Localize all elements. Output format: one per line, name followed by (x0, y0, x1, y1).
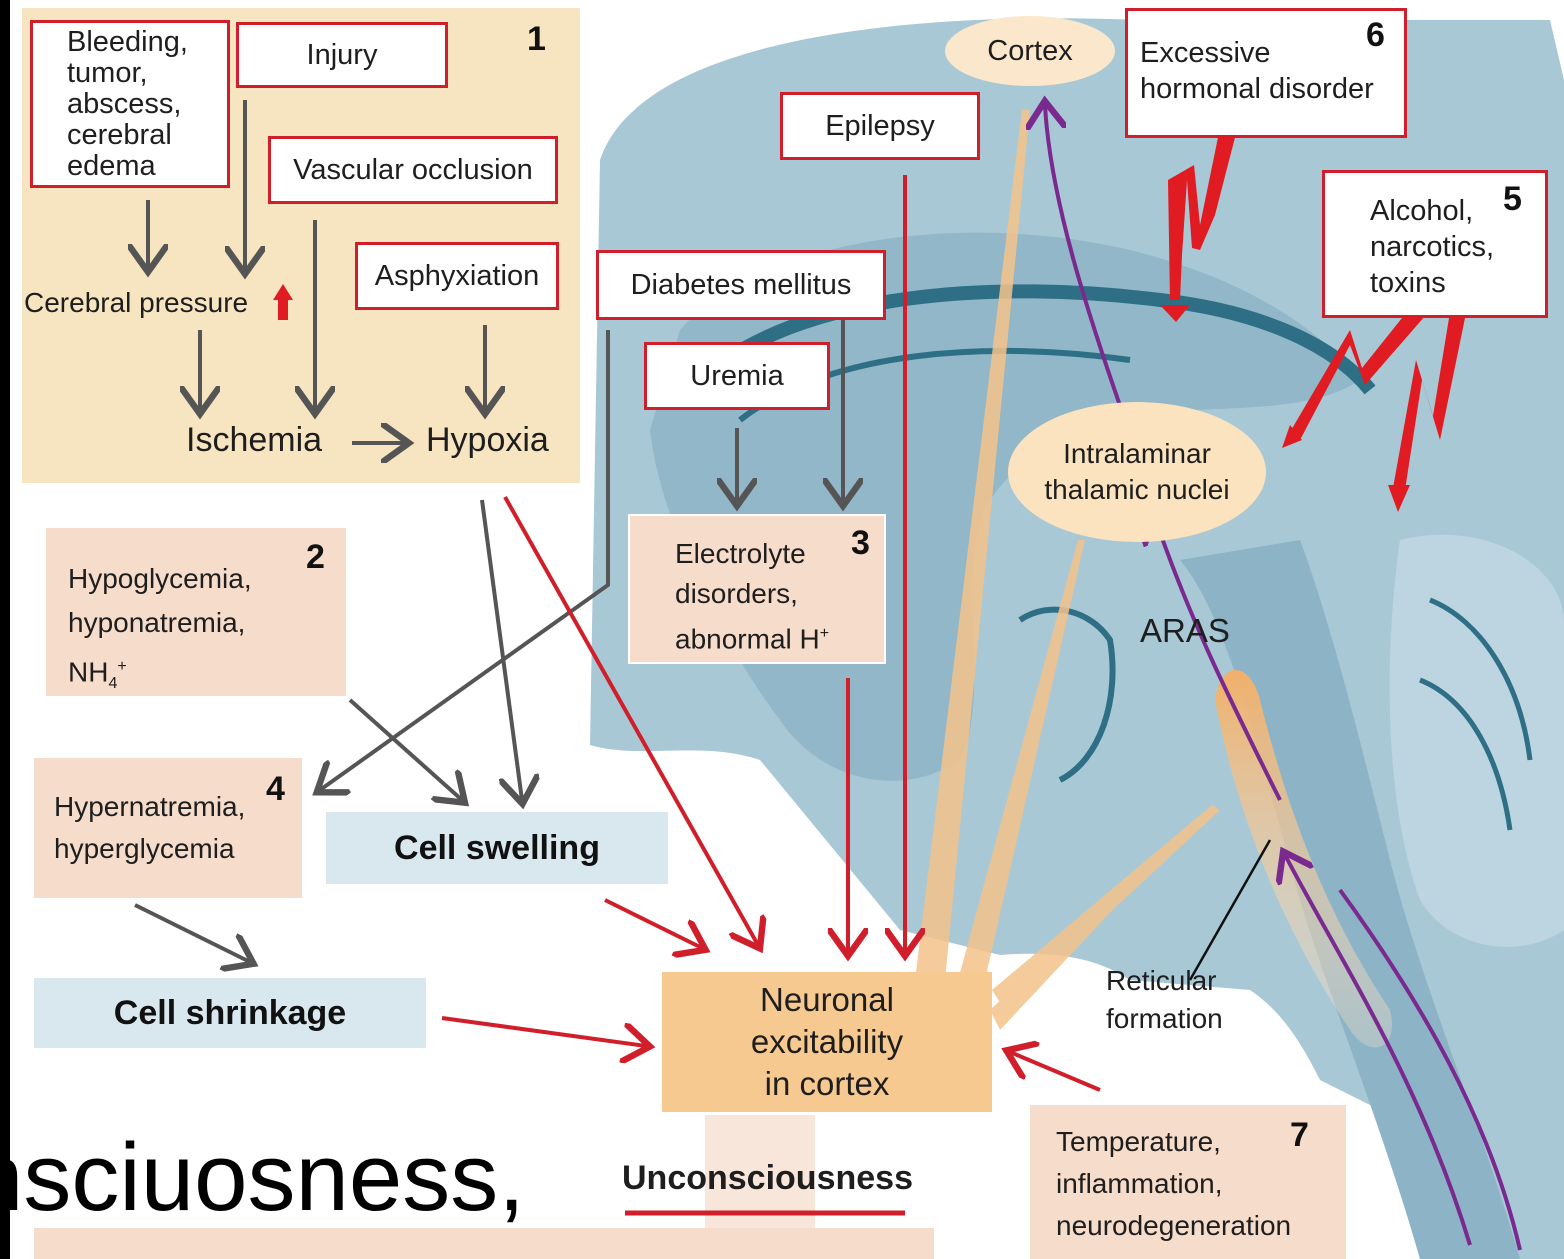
consciousness-caption: nsciuosness, (0, 1128, 525, 1228)
cerebral-pressure-label: Cerebral pressure (24, 286, 248, 319)
group-1-number: 1 (527, 20, 546, 59)
nh4-subscript: 4 (108, 675, 117, 692)
hypoxia-label: Hypoxia (426, 424, 549, 457)
group-3-number: 3 (851, 524, 870, 563)
epilepsy-box: Epilepsy (780, 92, 980, 160)
h-superscript: + (820, 625, 829, 642)
asphyxiation-box: Asphyxiation (355, 242, 559, 310)
left-border (0, 0, 10, 1259)
cell-swelling-box: Cell swelling (326, 812, 668, 884)
cell-shrinkage-box: Cell shrinkage (34, 978, 426, 1048)
bleeding-box: Bleeding, tumor, abscess, cerebral edema (30, 20, 230, 188)
nh4-superscript: + (117, 658, 126, 675)
group-5-number: 5 (1503, 180, 1522, 219)
group-7-number: 7 (1290, 1116, 1309, 1155)
unconsciousness-label: Unconsciousness (622, 1162, 913, 1195)
group-6-box: Excessive hormonal disorder (1125, 8, 1407, 138)
ischemia-label: Ischemia (186, 424, 322, 457)
group-2-number: 2 (306, 538, 325, 577)
group-7-text: Temperature, inflammation, neurodegenera… (1056, 1121, 1291, 1247)
group-3-text: Electrolyte disorders, abnormal H+ (675, 534, 829, 659)
diabetes-box: Diabetes mellitus (596, 250, 886, 320)
group-6-number: 6 (1366, 16, 1385, 55)
group-4-number: 4 (266, 770, 285, 809)
bottom-peach-strip (34, 1228, 934, 1259)
aras-label: ARAS (1140, 614, 1230, 647)
vascular-occlusion-box: Vascular occlusion (268, 136, 558, 204)
group-4-text: Hypernatremia, hyperglycemia (54, 786, 245, 870)
thalamic-nuclei-label: Intralaminar thalamic nuclei (1008, 402, 1266, 542)
injury-box: Injury (236, 22, 448, 88)
uremia-box: Uremia (644, 342, 830, 410)
cerebellum (1390, 535, 1564, 947)
reticular-formation-label: Reticular formation (1106, 962, 1223, 1038)
cortex-label: Cortex (945, 16, 1115, 86)
group-2-text: Hypoglycemia, hyponatremia, NH4+ (68, 557, 252, 706)
neuronal-excitability-box: Neuronal excitability in cortex (662, 972, 992, 1112)
